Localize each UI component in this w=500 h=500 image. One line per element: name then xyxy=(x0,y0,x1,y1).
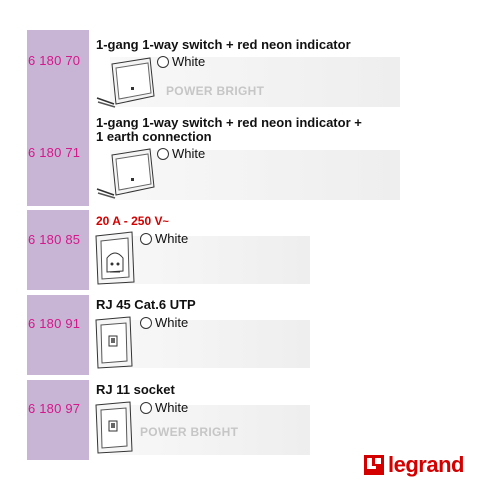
legrand-mark-icon xyxy=(364,455,384,475)
product-title-line-2: 1 earth connection xyxy=(96,129,212,144)
color-option: White xyxy=(140,231,188,246)
color-option-label: White xyxy=(155,231,189,246)
color-option: White xyxy=(157,146,205,161)
product-code: 6 180 91 xyxy=(28,316,81,331)
rj11-icon xyxy=(95,401,133,454)
radio-circle-icon xyxy=(157,147,169,160)
color-option: White xyxy=(157,54,205,69)
rating-label: 20 A - 250 V~ xyxy=(96,214,169,229)
radio-circle-icon xyxy=(140,232,152,245)
code-column-block-4 xyxy=(27,380,89,460)
color-option-label: White xyxy=(155,315,189,330)
radio-circle-icon xyxy=(157,55,169,68)
rating-value: 20 A - 250 V xyxy=(96,214,163,228)
code-column-block-1 xyxy=(27,30,89,206)
product-code: 6 180 85 xyxy=(28,232,81,247)
color-option-label: White xyxy=(172,54,206,69)
socket-icon xyxy=(95,231,135,285)
product-title: 1-gang 1-way switch + red neon indicator xyxy=(96,37,351,52)
switch-icon xyxy=(96,148,155,199)
product-code: 6 180 97 xyxy=(28,401,81,416)
color-option: White xyxy=(140,400,188,415)
color-option-label: White xyxy=(172,146,206,161)
code-column-block-2 xyxy=(27,210,89,290)
product-title: RJ 45 Cat.6 UTP xyxy=(96,297,196,312)
color-option-label: White xyxy=(155,400,189,415)
logo-text: legrand xyxy=(388,452,464,477)
legrand-logo: legrand xyxy=(364,452,464,478)
radio-circle-icon xyxy=(140,316,152,329)
rj45-icon xyxy=(95,316,133,369)
product-code: 6 180 71 xyxy=(28,145,81,160)
radio-circle-icon xyxy=(140,401,152,414)
product-title-line-1: 1-gang 1-way switch + red neon indicator… xyxy=(96,115,362,130)
switch-icon xyxy=(96,57,155,108)
ac-symbol: ~ xyxy=(162,216,169,228)
brand-line: POWER BRIGHT xyxy=(166,84,265,98)
brand-line: POWER BRIGHT xyxy=(140,425,239,439)
product-title: RJ 11 socket xyxy=(96,382,175,397)
product-code: 6 180 70 xyxy=(28,53,81,68)
code-column-block-3 xyxy=(27,295,89,375)
color-option: White xyxy=(140,315,188,330)
